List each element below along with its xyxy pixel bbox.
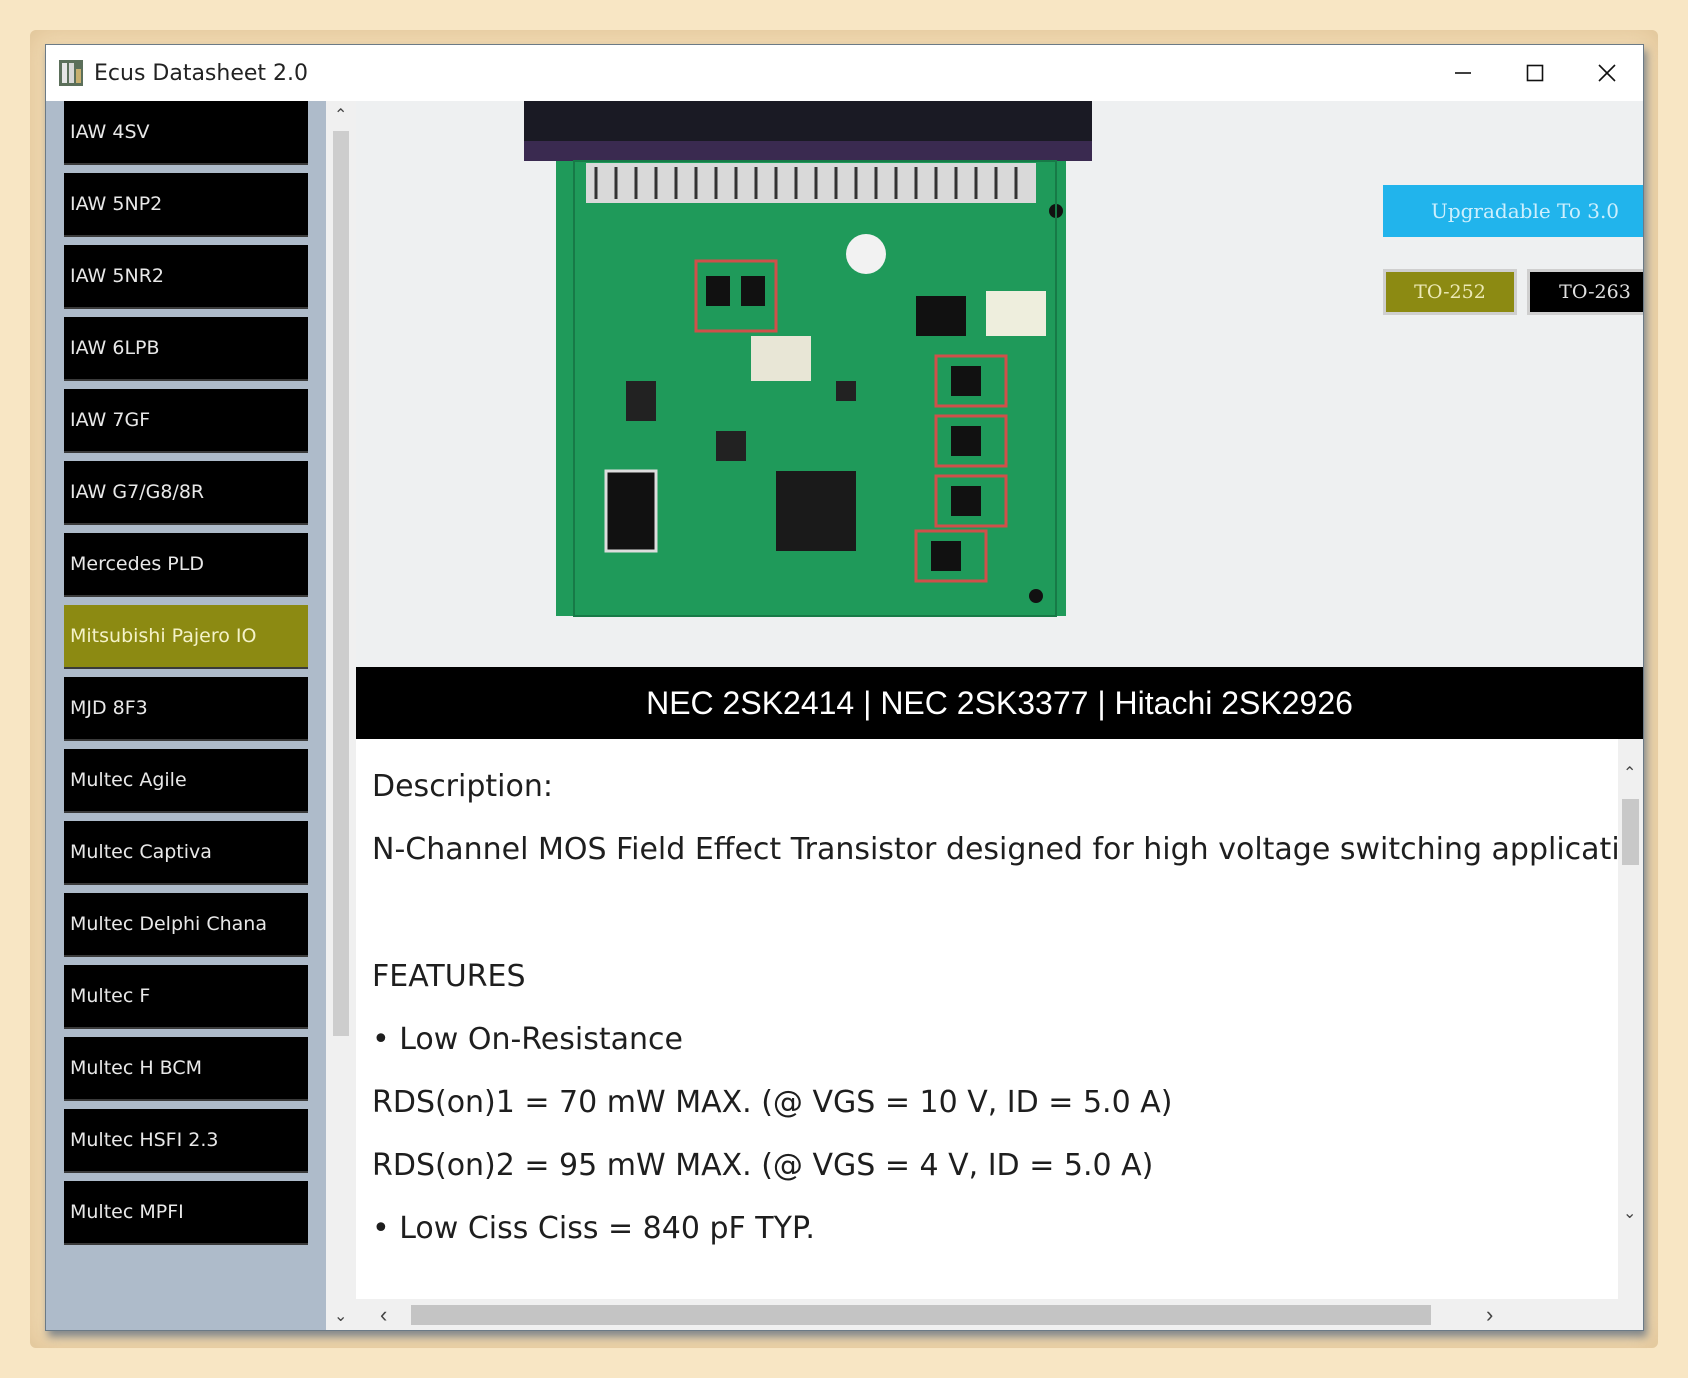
sidebar-item-label: IAW 5NR2 [70, 265, 164, 287]
scroll-left-icon[interactable]: ‹ [380, 1302, 388, 1327]
sidebar-item-label: IAW 5NP2 [70, 193, 163, 215]
sidebar-item[interactable]: Multec MPFI [64, 1181, 308, 1245]
close-icon [1598, 64, 1616, 82]
sidebar-item[interactable]: Multec HSFI 2.3 [64, 1109, 308, 1173]
feature-line: • Low On-Resistance [372, 1022, 683, 1057]
sidebar-item-label: MJD 8F3 [70, 697, 148, 719]
ecu-photo-area: Upgradable To 3.0 TO-252 TO-263 [356, 101, 1643, 667]
maximize-icon [1526, 64, 1544, 82]
maximize-button[interactable] [1499, 45, 1571, 101]
feature-line: • Low Ciss Ciss = 840 pF TYP. [372, 1211, 815, 1246]
datasheet-panel: Upgradable To 3.0 TO-252 TO-263 NEC 2SK2… [356, 101, 1643, 1330]
sidebar-item[interactable]: Multec F [64, 965, 308, 1029]
package-to252-button[interactable]: TO-252 [1383, 269, 1517, 315]
scroll-down-icon[interactable]: ⌄ [1623, 1205, 1637, 1222]
app-window: Ecus Datasheet 2.0 IAW 4SV IAW 5NP2 IAW … [45, 44, 1644, 1331]
sidebar-item-label: Multec HSFI 2.3 [70, 1129, 219, 1151]
sidebar-item[interactable]: Multec Delphi Chana [64, 893, 308, 957]
part-numbers-banner: NEC 2SK2414 | NEC 2SK3377 | Hitachi 2SK2… [356, 667, 1643, 739]
feature-line: RDS(on)1 = 70 mW MAX. (@ VGS = 10 V, ID … [372, 1085, 1173, 1120]
description-heading: Description: [372, 769, 553, 804]
sidebar-item-label: Multec H BCM [70, 1057, 203, 1079]
sidebar-item-label: IAW 6LPB [70, 337, 160, 359]
sidebar-item[interactable]: IAW 4SV [64, 101, 308, 165]
ecu-list-sidebar: IAW 4SV IAW 5NP2 IAW 5NR2 IAW 6LPB IAW 7… [46, 101, 326, 1330]
upgrade-button[interactable]: Upgradable To 3.0 [1383, 185, 1643, 237]
description-scroll-thumb[interactable] [1622, 799, 1639, 865]
sidebar-item-label: Multec F [70, 985, 151, 1007]
sidebar-item-selected[interactable]: Mitsubishi Pajero IO [64, 605, 308, 669]
title-bar: Ecus Datasheet 2.0 [46, 45, 1643, 101]
features-heading: FEATURES [372, 959, 526, 994]
scroll-up-icon[interactable]: ⌃ [1623, 765, 1637, 782]
description-summary: N-Channel MOS Field Effect Transistor de… [372, 832, 1618, 867]
sidebar-item-label: Mitsubishi Pajero IO [70, 625, 257, 647]
sidebar-scrollbar[interactable]: ⌃ ⌄ [326, 101, 356, 1330]
sidebar-item[interactable]: MJD 8F3 [64, 677, 308, 741]
scroll-down-icon[interactable]: ⌄ [334, 1308, 348, 1325]
sidebar-item[interactable]: IAW 5NR2 [64, 245, 308, 309]
sidebar-item-label: IAW 7GF [70, 409, 151, 431]
sidebar-item[interactable]: Multec Captiva [64, 821, 308, 885]
minimize-button[interactable] [1427, 45, 1499, 101]
sidebar-item[interactable]: IAW 6LPB [64, 317, 308, 381]
scroll-up-icon[interactable]: ⌃ [334, 107, 348, 124]
sidebar-item-label: IAW G7/G8/8R [70, 481, 205, 503]
window-title: Ecus Datasheet 2.0 [94, 60, 309, 86]
sidebar-item[interactable]: Multec H BCM [64, 1037, 308, 1101]
sidebar-item-label: Multec Captiva [70, 841, 212, 863]
sidebar-item[interactable]: Mercedes PLD [64, 533, 308, 597]
minimize-icon [1455, 72, 1471, 74]
ecu-app-icon [59, 60, 83, 86]
sidebar-item-label: Multec Delphi Chana [70, 913, 267, 935]
close-button[interactable] [1571, 45, 1643, 101]
sidebar-item-label: Mercedes PLD [70, 553, 204, 575]
horizontal-scroll-thumb[interactable] [411, 1305, 1431, 1325]
sidebar-item-label: IAW 4SV [70, 121, 150, 143]
description-text-area[interactable]: Description: N-Channel MOS Field Effect … [356, 739, 1618, 1299]
sidebar-item-label: Multec MPFI [70, 1201, 184, 1223]
description-horizontal-scrollbar[interactable]: ‹ › [356, 1299, 1643, 1330]
scroll-right-icon[interactable]: › [1486, 1302, 1494, 1327]
sidebar-item[interactable]: IAW 5NP2 [64, 173, 308, 237]
package-to263-button[interactable]: TO-263 [1527, 269, 1643, 315]
sidebar-item[interactable]: IAW 7GF [64, 389, 308, 453]
sidebar-item-label: Multec Agile [70, 769, 187, 791]
feature-line: RDS(on)2 = 95 mW MAX. (@ VGS = 4 V, ID =… [372, 1148, 1154, 1183]
sidebar-item[interactable]: IAW G7/G8/8R [64, 461, 308, 525]
ecu-board-image [524, 101, 1092, 617]
description-vertical-scrollbar[interactable]: ⌃ ⌄ [1618, 739, 1643, 1299]
sidebar-item[interactable]: Multec Agile [64, 749, 308, 813]
sidebar-scroll-thumb[interactable] [333, 131, 349, 1036]
